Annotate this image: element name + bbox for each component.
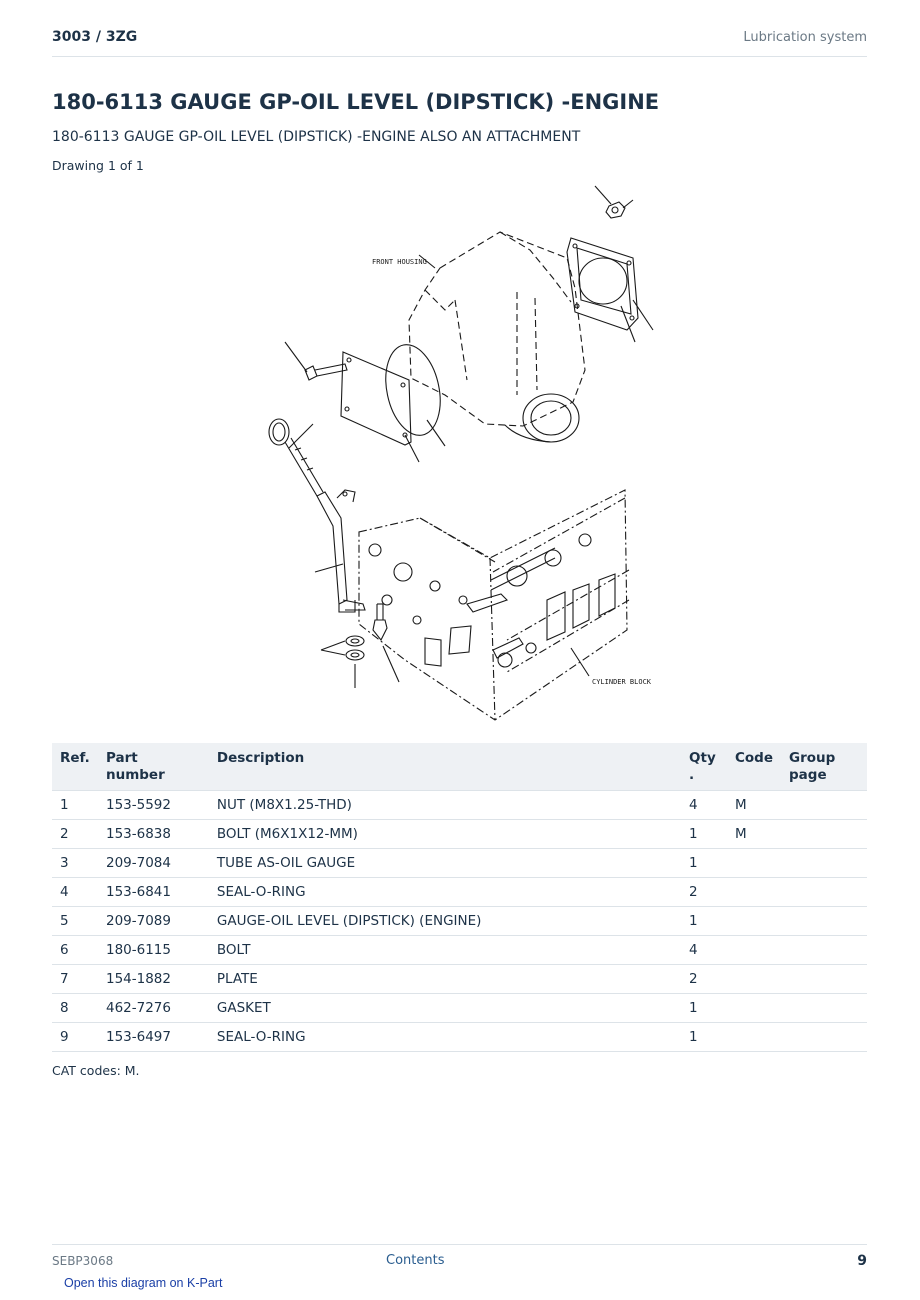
cell-code: M (727, 790, 782, 820)
cell-group (781, 819, 867, 849)
page-number: 9 (857, 1253, 867, 1269)
page-title: 180-6113 GAUGE GP-OIL LEVEL (DIPSTICK) -… (52, 90, 660, 114)
cell-group (781, 1022, 867, 1052)
cell-ref: 2 (52, 819, 98, 849)
col-code-header: Code (727, 743, 782, 791)
cell-group (781, 906, 867, 936)
cell-group (781, 935, 867, 965)
col-desc-header: Description (208, 743, 682, 791)
cell-qty: 1 (681, 1022, 727, 1052)
side-plate (340, 344, 441, 446)
cell-qty: 1 (681, 848, 727, 878)
cell-group (781, 790, 867, 820)
cell-qty: 2 (681, 877, 727, 907)
cell-code (727, 1022, 782, 1052)
cell-qty: 4 (681, 935, 727, 965)
cell-part: 462-7276 (97, 993, 209, 1023)
cell-ref: 1 (52, 790, 98, 820)
cell-qty: 4 (681, 790, 727, 820)
cat-codes-note: CAT codes: M. (52, 1063, 140, 1078)
cell-qty: 1 (681, 819, 727, 849)
page-footer: SEBP3068 Contents 9 (52, 1244, 867, 1275)
gauge-tube-part (314, 489, 366, 613)
cell-part: 153-6497 (97, 1022, 209, 1052)
cell-part: 153-6841 (97, 877, 209, 907)
cell-ref: 8 (52, 993, 98, 1023)
cell-qty: 1 (681, 993, 727, 1023)
cell-ref: 3 (52, 848, 98, 878)
cell-qty: 2 (681, 964, 727, 994)
section-label: Lubrication system (743, 30, 867, 45)
cell-desc: TUBE AS-OIL GAUGE (208, 848, 682, 878)
page-subtitle: 180-6113 GAUGE GP-OIL LEVEL (DIPSTICK) -… (52, 129, 581, 145)
cell-group (781, 993, 867, 1023)
cell-ref: 4 (52, 877, 98, 907)
front-housing-label: FRONT HOUSING (372, 258, 427, 266)
nut-part (594, 185, 634, 219)
table-header-row: Ref. Part number Description Qty . Code … (52, 743, 867, 791)
col-ref-header: Ref. (52, 743, 98, 791)
cell-part: 153-6838 (97, 819, 209, 849)
document-id: SEBP3068 (52, 1254, 114, 1268)
cell-desc: BOLT (208, 935, 682, 965)
cell-code (727, 906, 782, 936)
cell-desc: GAUGE-OIL LEVEL (DIPSTICK) (ENGINE) (208, 906, 682, 936)
cell-code (727, 935, 782, 965)
cell-code: M (727, 819, 782, 849)
parts-table: Ref. Part number Description Qty . Code … (52, 743, 867, 1052)
cell-desc: PLATE (208, 964, 682, 994)
dipstick-part (268, 418, 324, 497)
cell-part: 153-5592 (97, 790, 209, 820)
cell-ref: 6 (52, 935, 98, 965)
cell-group (781, 848, 867, 878)
bolt-part (284, 341, 348, 381)
cell-code (727, 964, 782, 994)
cell-desc: NUT (M8X1.25-THD) (208, 790, 682, 820)
cell-group (781, 964, 867, 994)
cell-ref: 5 (52, 906, 98, 936)
parts-diagram: FRONT HOUSING CYLINDER BLOCK (268, 185, 654, 721)
cell-code (727, 848, 782, 878)
cell-code (727, 877, 782, 907)
small-bolt-part (372, 603, 400, 683)
cell-group (781, 877, 867, 907)
col-part-header: Part number (97, 743, 209, 791)
cell-part: 154-1882 (97, 964, 209, 994)
col-qty-header: Qty . (681, 743, 727, 791)
cylinder-block-outline (358, 489, 630, 721)
cell-ref: 7 (52, 964, 98, 994)
cell-desc: GASKET (208, 993, 682, 1023)
cell-qty: 1 (681, 906, 727, 936)
front-plate (566, 237, 639, 331)
cylinder-block-label: CYLINDER BLOCK (592, 678, 652, 686)
cell-ref: 9 (52, 1022, 98, 1052)
cell-part: 180-6115 (97, 935, 209, 965)
open-diagram-link[interactable]: Open this diagram on K-Part (64, 1276, 223, 1290)
cell-part: 209-7084 (97, 848, 209, 878)
o-rings (320, 635, 365, 688)
cell-desc: SEAL-O-RING (208, 877, 682, 907)
cell-desc: SEAL-O-RING (208, 1022, 682, 1052)
block-details (368, 533, 616, 668)
drawing-count-label: Drawing 1 of 1 (52, 158, 144, 173)
contents-link[interactable]: Contents (386, 1253, 445, 1268)
col-group-header: Group page (781, 743, 867, 791)
cell-code (727, 993, 782, 1023)
page-header: 3003 / 3ZG Lubrication system (52, 28, 867, 57)
cell-desc: BOLT (M6X1X12-MM) (208, 819, 682, 849)
cell-part: 209-7089 (97, 906, 209, 936)
front-housing-outline (408, 231, 586, 427)
model-label: 3003 / 3ZG (52, 29, 138, 45)
